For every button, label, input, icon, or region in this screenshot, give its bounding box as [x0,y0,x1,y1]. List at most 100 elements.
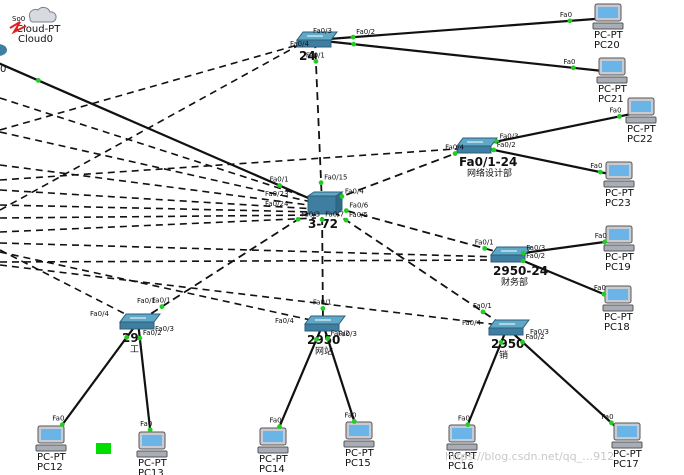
pc-name-label: PC14 [259,464,285,475]
switch-sw_b2[interactable] [304,315,346,332]
link-led [343,217,349,223]
link-sw_core-sw_top[interactable] [314,39,323,205]
switch-sw_b3[interactable] [488,319,530,336]
pc-pc13[interactable] [136,431,168,458]
link-led [137,335,143,341]
port-label: Fa0 [270,417,282,425]
link-led [320,306,326,311]
multilayer-switch[interactable] [306,191,344,215]
link-sw_core-sw_b1[interactable] [137,203,323,323]
link-sw_core-sw_b3[interactable] [321,203,508,329]
link-led [350,34,356,40]
port-label: Fa0/24 [265,200,289,208]
link-sw_r2-pc18[interactable] [508,253,619,302]
port-label: Fa0 [590,162,602,170]
pc-pc23[interactable] [603,161,635,188]
link-sw_core-sw_design[interactable] [321,145,476,205]
switch-sw_design[interactable] [456,137,498,154]
switch-sw_top[interactable] [296,31,338,48]
port-label: Fa0/2 [331,330,350,338]
pc-pc22[interactable] [625,97,657,124]
cloud-model-label: Cloud-PT [16,24,61,35]
offscreen-link-5 [0,214,317,219]
pc-base [446,443,478,451]
pc-screen [617,426,637,437]
port-label: Fa0 [344,411,356,419]
links-layer [0,16,642,447]
pc-screen [41,429,61,440]
link-sw_b2-pc15[interactable] [321,323,361,437]
switch-dept-label: 销 [499,349,508,361]
pc-model-label: PC-PT [594,30,624,41]
link-led [319,217,325,223]
pc-name-label: PC15 [345,458,371,469]
link-sw_top-pc21[interactable] [314,38,613,74]
cloud-icon[interactable] [28,6,57,23]
nodes-layer: Cloud-PTCloud0024Fa0/1-24网络设计部3-722950-2… [0,3,657,475]
link-sw_top-pc20[interactable] [314,16,609,42]
link-sw_core-sw_r2[interactable] [321,203,510,256]
switch-name-label: 2950 [307,333,340,347]
link-sw_core-sw_b2[interactable] [321,203,324,325]
link-sw_design-pc22[interactable] [474,110,642,148]
link-sw_b2-pc14[interactable] [271,323,325,443]
pc-screen [142,435,162,446]
pc-model-label: PC-PT [448,451,478,462]
port-label: Fa0 [560,11,572,19]
switch-sw_b1[interactable] [119,313,161,330]
link-sw_b1-pc13[interactable] [136,321,154,447]
pc-pc14[interactable] [257,427,289,454]
port-label: Fa0 [601,413,613,421]
link-led [159,304,165,310]
pc-pc16[interactable] [446,424,478,451]
link-led [520,258,526,264]
link-led [491,147,497,153]
pc-base [596,76,628,84]
link-led [617,114,622,119]
pc-base [592,22,624,30]
port-label: Fa0/3 [500,133,519,141]
link-led [602,239,608,245]
pc-pc12[interactable] [35,425,67,452]
link-router0-sw_core[interactable] [0,62,323,206]
offscreen-link-4 [0,204,317,213]
port-label: Fa0/1 [270,176,289,184]
pc-name-label: PC22 [627,134,653,145]
link-sw_b1-pc12[interactable] [50,321,139,441]
pc-pc19[interactable] [603,225,635,252]
port-label: Fa0/2 [143,329,162,337]
pc-pc20[interactable] [592,3,624,30]
offscreen-link-8 [0,259,501,263]
port-label: Fa0/4 [275,317,294,325]
link-led [597,169,603,175]
router-icon[interactable] [0,44,7,56]
pc-screen [609,229,629,240]
switch-front [296,39,332,48]
pc-pc18[interactable] [602,285,634,312]
port-label: Fa0/2 [356,28,375,36]
link-sw_design-pc23[interactable] [474,144,620,178]
link-led [482,245,488,251]
offscreen-links [0,39,501,326]
pc-name-label: PC21 [598,94,624,105]
pc-model-label: PC-PT [605,188,635,199]
port-label: Fa0 [52,415,64,423]
offscreen-link-6 [0,217,317,233]
pc-pc21[interactable] [596,57,628,84]
pc-pc17[interactable] [611,422,643,449]
port-label: Fa0 [595,232,607,240]
port-label: Fa0/6 [349,202,368,210]
pc-base [343,440,375,448]
switch-front [456,145,492,154]
port-label: Fa0/3 [313,27,332,35]
pc-screen [608,289,628,300]
cloud-shape [28,6,57,23]
pc-pc15[interactable] [343,421,375,448]
port-label: Fa0/5 [349,211,368,219]
link-sw_b3-pc16[interactable] [460,327,509,440]
link-led [313,58,319,64]
pc-name-label: PC20 [594,40,620,51]
link-sw_b3-pc17[interactable] [506,327,628,438]
